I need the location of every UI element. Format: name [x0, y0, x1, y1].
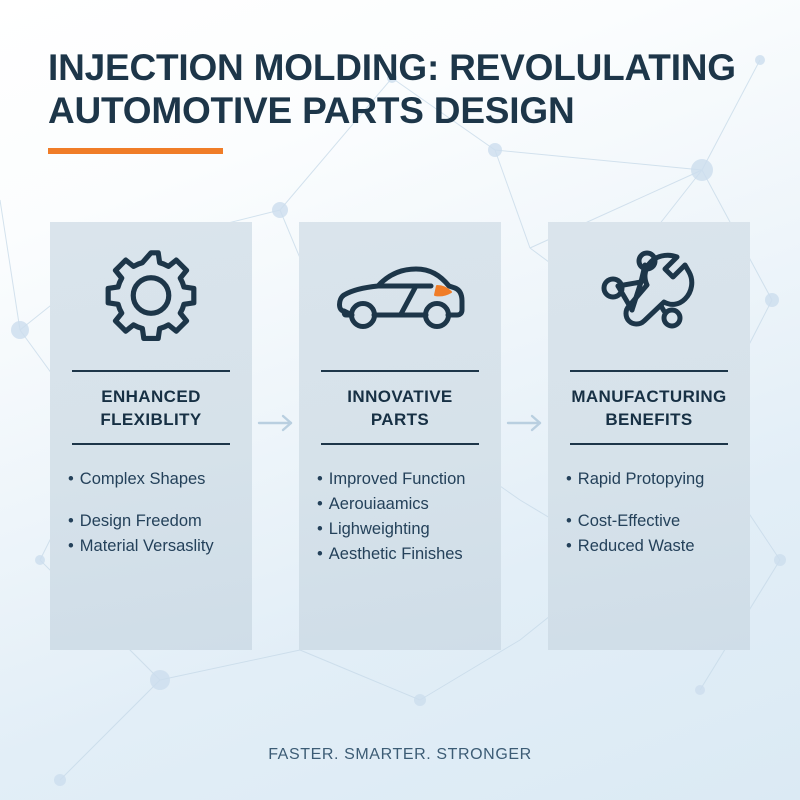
bullet-glyph: • [566, 470, 572, 488]
bullet-glyph: • [566, 537, 572, 555]
list-item: • Rapid Protopying [566, 467, 750, 492]
bullet-glyph: • [68, 537, 74, 555]
card-title: MANUFACTURING BENEFITS [571, 387, 727, 429]
card-divider-bottom [321, 443, 479, 445]
list-item-label: Improved Function [328, 470, 466, 488]
list-item: • Aesthetic Finishes [317, 542, 501, 567]
bullet-glyph: • [317, 520, 323, 538]
bullet-glyph: • [68, 512, 74, 530]
list-item: • Design Freedom [68, 509, 252, 534]
footer-tagline: FASTER. SMARTER. STRONGER [268, 746, 532, 763]
bullet-glyph: • [68, 470, 74, 488]
cards-row: ENHANCED FLEXIBLITY • Complex Shapes • Des… [50, 222, 750, 650]
wrench-network-icon [548, 222, 750, 370]
card-divider-bottom [72, 443, 230, 445]
poster-header: INJECTION MOLDING: REVOLULATING AUTOMOTI… [48, 46, 768, 154]
list-item-label: Complex Shapes [79, 470, 206, 488]
card-bullet-list: • Rapid Protopying • Cost-Effective • Reduc… [548, 445, 750, 559]
list-item-label: Aerouiaamics [328, 495, 429, 513]
list-item: • Reduced Waste [566, 534, 750, 559]
card-manufacturing-benefits[interactable]: MANUFACTURING BENEFITS • Rapid Protopying… [548, 222, 750, 650]
bullet-glyph: • [317, 470, 323, 488]
card-title: INNOVATIVE PARTS [347, 387, 453, 429]
list-item: • Complex Shapes [68, 467, 252, 492]
card-divider-top [570, 370, 728, 372]
arrow-right-icon [253, 222, 299, 650]
list-item-label: Material Versaslity [79, 537, 214, 555]
gear-icon [50, 222, 252, 370]
list-item-label: Cost-Effective [577, 512, 681, 530]
card-divider-bottom [570, 443, 728, 445]
list-item: • Lighweighting [317, 517, 501, 542]
card-bullet-list: • Complex Shapes • Design Freedom • Materia… [50, 445, 252, 559]
list-item: • Improved Function [317, 467, 501, 492]
card-divider-top [321, 370, 479, 372]
car-icon [299, 222, 501, 370]
arrow-right-icon [502, 222, 548, 650]
list-item-label: Design Freedom [79, 512, 202, 530]
page-title: INJECTION MOLDING: REVOLULATING AUTOMOTI… [48, 47, 736, 131]
title-accent-rule [48, 148, 223, 154]
list-item-label: Lighweighting [328, 520, 430, 538]
card-enhanced-flexiblity[interactable]: ENHANCED FLEXIBLITY • Complex Shapes • Des… [50, 222, 252, 650]
card-divider-top [72, 370, 230, 372]
bullet-glyph: • [566, 512, 572, 530]
card-bullet-list: • Improved Function • Aerouiaamics • Lighwe… [299, 445, 501, 567]
bullet-glyph: • [317, 495, 323, 513]
list-item: • Cost-Effective [566, 509, 750, 534]
list-item-label: Reduced Waste [577, 537, 695, 555]
list-item: • Material Versaslity [68, 534, 252, 559]
card-innovative-parts[interactable]: INNOVATIVE PARTS • Improved Function • Aer… [299, 222, 501, 650]
list-item-label: Aesthetic Finishes [328, 545, 463, 563]
list-item: • Aerouiaamics [317, 492, 501, 517]
list-item-label: Rapid Protopying [577, 470, 705, 488]
card-title: ENHANCED FLEXIBLITY [100, 387, 202, 429]
bullet-glyph: • [317, 545, 323, 563]
